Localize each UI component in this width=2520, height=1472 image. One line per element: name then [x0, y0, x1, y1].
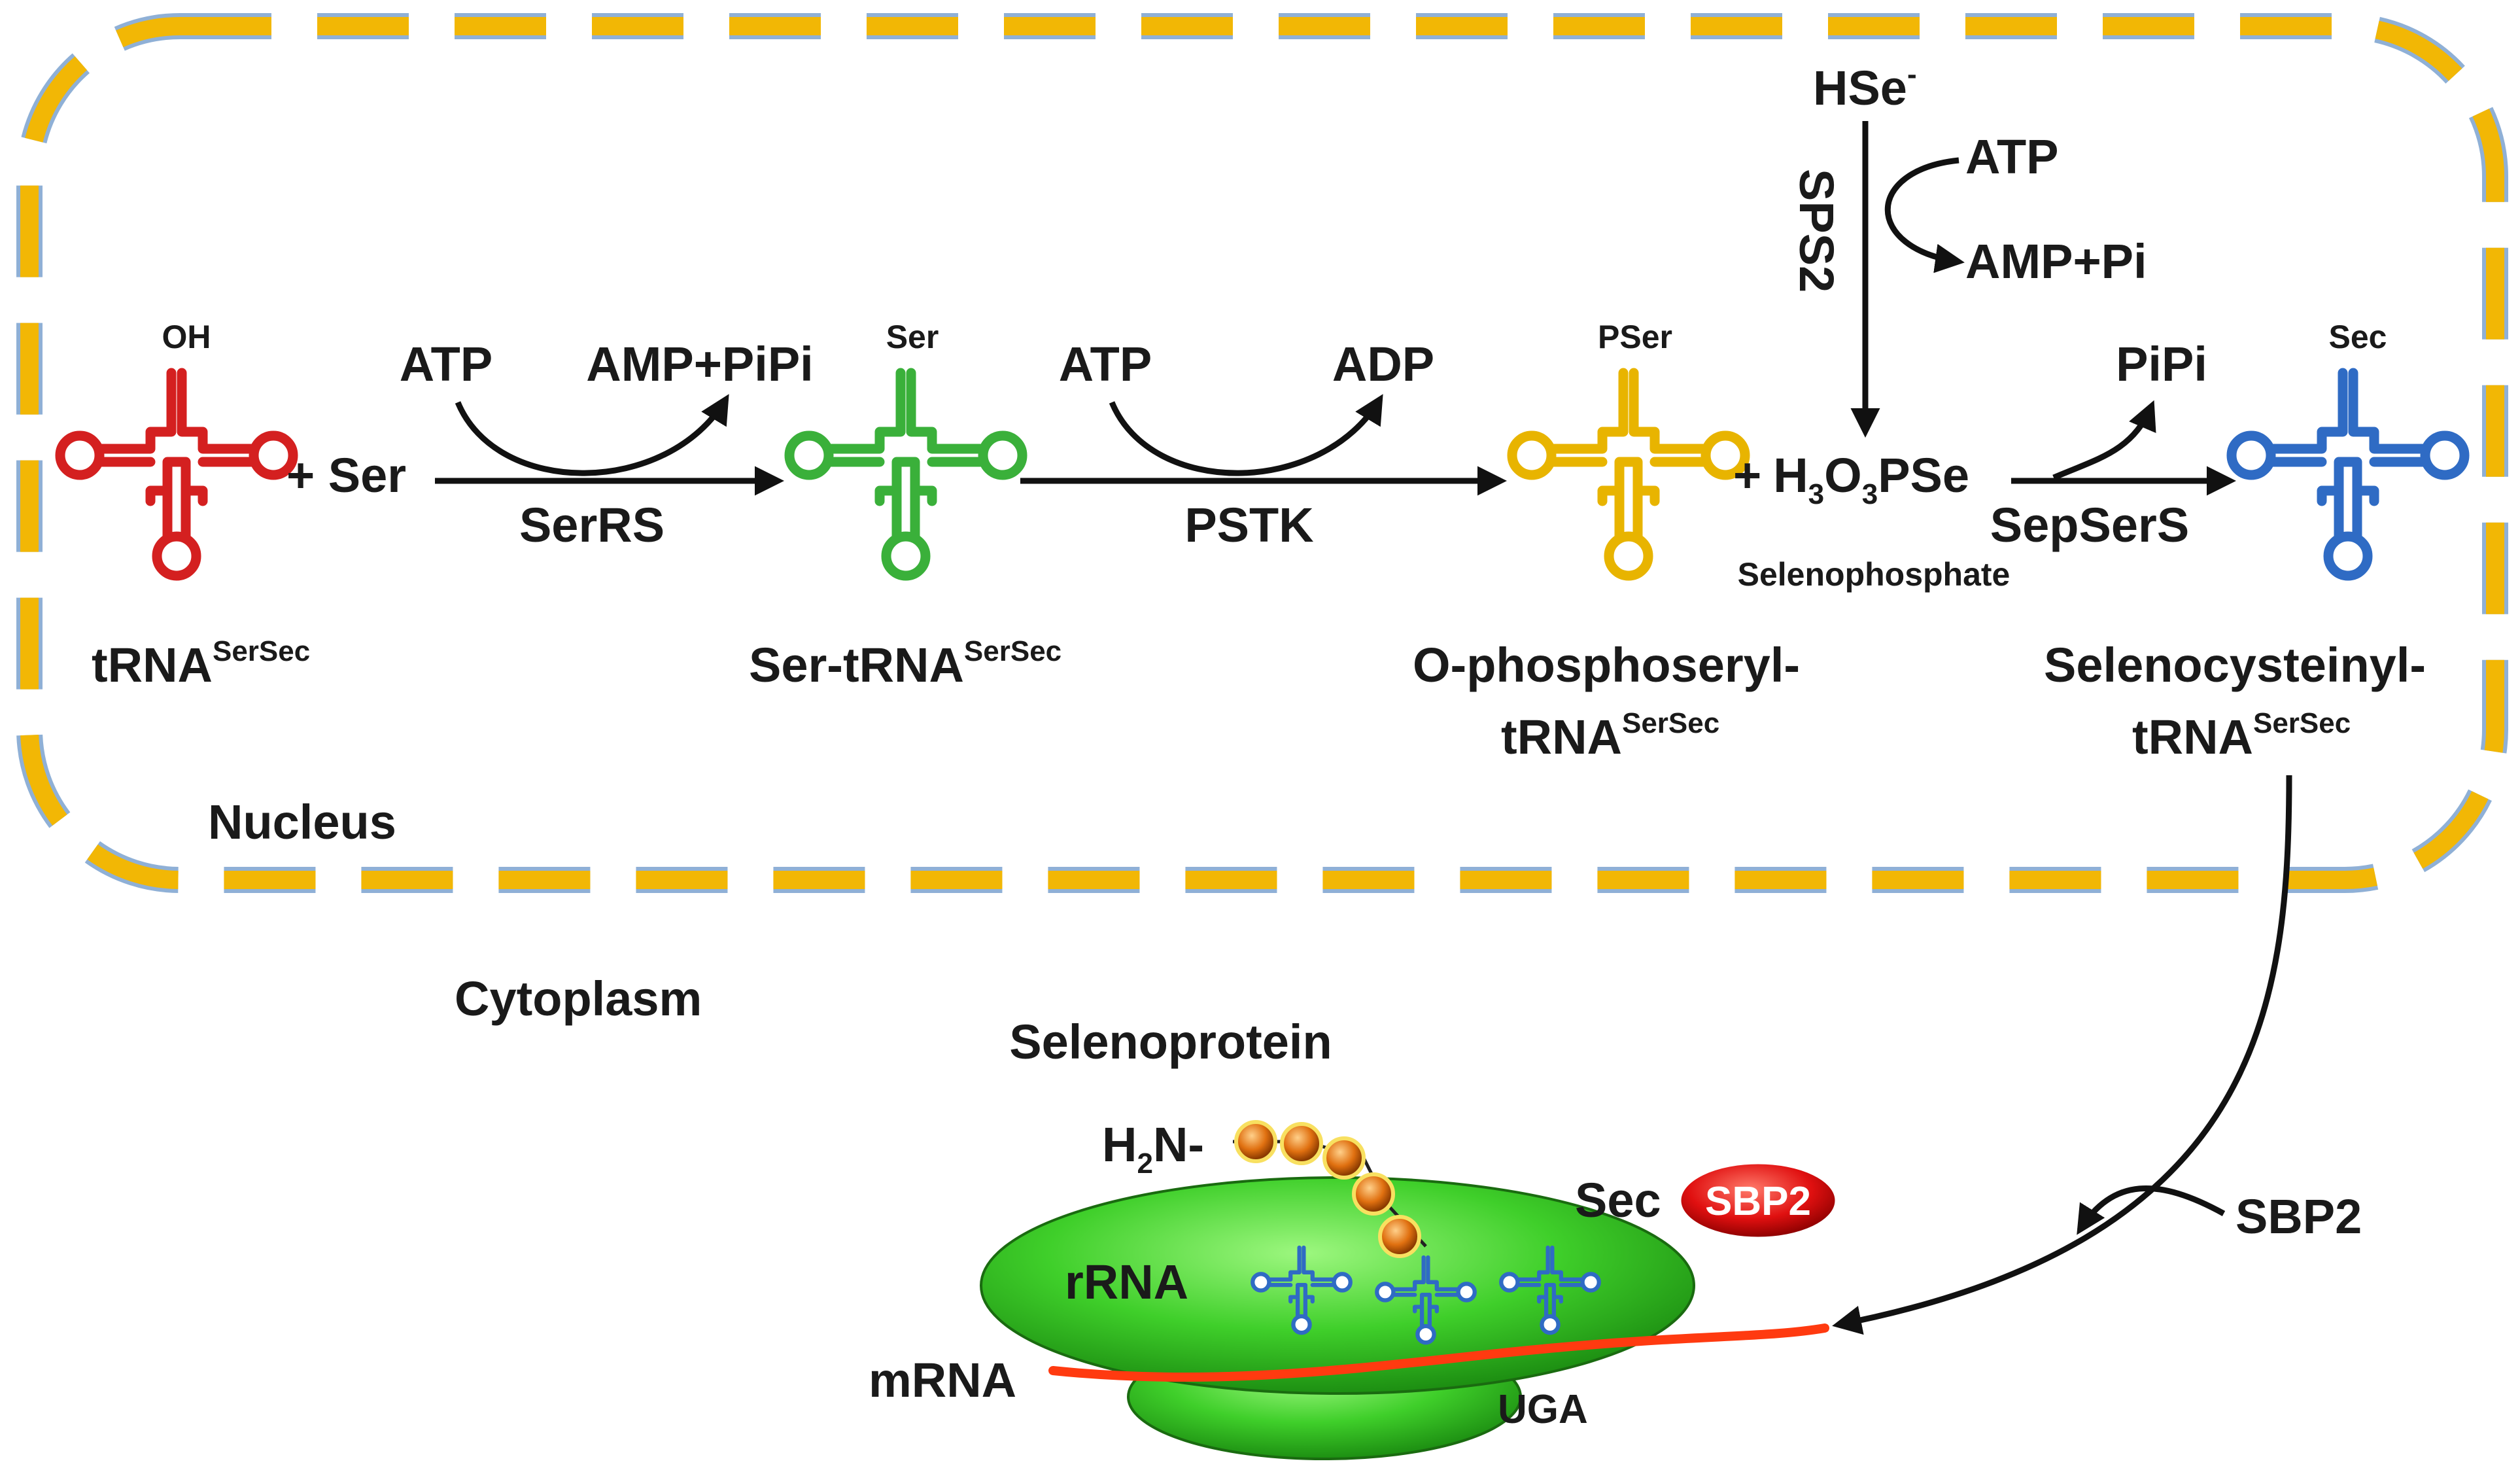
- sps2-substrate-hse: HSe-: [1813, 58, 1917, 115]
- trna-sec-name-line2: tRNASerSec: [2132, 707, 2351, 764]
- sbp2-badge-text: SBP2: [1705, 1179, 1811, 1224]
- nucleus-membrane: [20, 17, 2504, 889]
- trna-ser-top-label: Ser: [886, 319, 939, 355]
- step1-products: AMP+PiPi: [586, 337, 814, 391]
- sbp2-label: SBP2: [2235, 1189, 2362, 1244]
- sps2-enzyme-label: SPS2: [1789, 169, 1844, 292]
- trna-pser-name-line2: tRNASerSec: [1501, 707, 1719, 764]
- step2-cofactor-arrow: [1109, 394, 1383, 476]
- cytoplasm-label: Cytoplasm: [455, 972, 702, 1026]
- trna-unloaded: [60, 373, 293, 576]
- step1-enzyme-serrs: SerRS: [519, 498, 665, 552]
- step3-enzyme-sepsers: SepSerS: [1990, 498, 2189, 552]
- step1-atp: ATP: [400, 337, 493, 391]
- step1-plus-ser: + Ser: [286, 448, 406, 502]
- trna-ser-name: Ser-tRNASerSec: [749, 635, 1062, 692]
- sbp2-join-arrow: [2077, 1185, 2226, 1235]
- sps2-atp: ATP: [1965, 130, 2059, 184]
- rrna-label: rRNA: [1065, 1255, 1188, 1309]
- sps2-products: AMP+Pi: [1965, 234, 2147, 289]
- peptide-chain: [1234, 1120, 1421, 1258]
- trna-sec-top-label: Sec: [2329, 319, 2387, 355]
- trna-unloaded-top-label: OH: [162, 319, 211, 355]
- peptide-n-terminus: H2N-: [1102, 1117, 1204, 1180]
- uga-codon-label: UGA: [1498, 1387, 1588, 1432]
- step2-atp: ATP: [1059, 337, 1152, 391]
- export-arrow: [1832, 775, 2292, 1335]
- step3-products: PiPi: [2116, 337, 2207, 391]
- trna-unloaded-name: tRNASerSec: [92, 635, 310, 692]
- sps2-cofactor-arrow: [1884, 157, 1965, 273]
- trna-sec: [2232, 373, 2464, 576]
- step2-enzyme-pstk: PSTK: [1184, 498, 1313, 552]
- mrna-strand: [1048, 1323, 1829, 1382]
- trna-pser-name-line1: O-phosphoseryl-: [1413, 638, 1800, 692]
- step1-cofactor-arrow: [455, 394, 729, 476]
- mrna-label: mRNA: [869, 1353, 1016, 1407]
- trna-ser: [789, 373, 1022, 576]
- trna-pser-top-label: PSer: [1598, 319, 1672, 355]
- step3-product-arrow: [2052, 400, 2156, 481]
- selenoprotein-title: Selenoprotein: [1009, 1015, 1332, 1069]
- step2-products: ADP: [1332, 337, 1434, 391]
- step3-selenophosphate-name: Selenophosphate: [1738, 556, 2011, 593]
- trna-pser: [1512, 373, 1745, 576]
- sbp2-badge: [1678, 1161, 1838, 1240]
- nucleus-label: Nucleus: [208, 795, 396, 849]
- sec-label: Sec: [1575, 1173, 1661, 1227]
- step3-selenophosphate-formula: +H3O3PSe: [1733, 448, 1969, 510]
- trna-sec-name-line1: Selenocysteinyl-: [2044, 638, 2426, 692]
